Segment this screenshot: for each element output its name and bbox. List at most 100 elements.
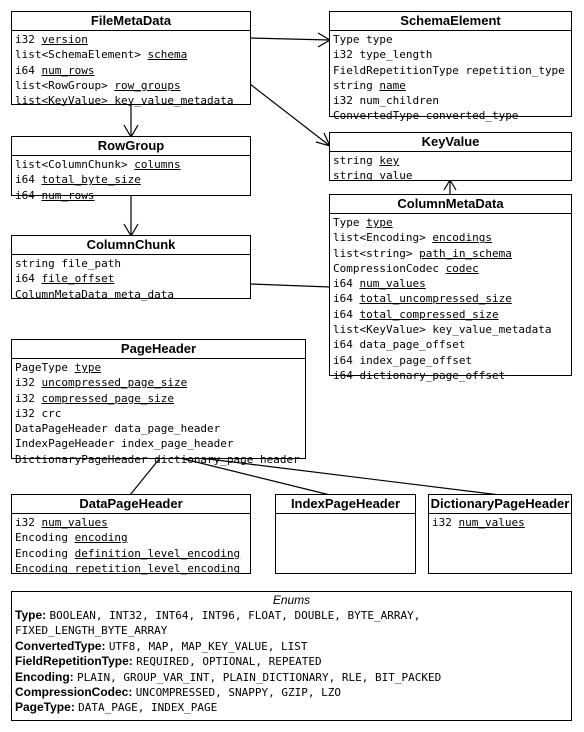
field-name: compressed_page_size bbox=[41, 391, 174, 405]
field-type: IndexPageHeader bbox=[15, 437, 115, 451]
field-type: i32 bbox=[15, 406, 35, 420]
enum-row: PageType: DATA_PAGE, INDEX_PAGE bbox=[12, 700, 571, 715]
enum-colon: : bbox=[101, 638, 109, 653]
field-name: file_offset bbox=[41, 272, 115, 286]
field-row: Type type bbox=[333, 32, 571, 47]
field-type: i32 bbox=[333, 94, 353, 108]
field-row: i64 total_compressed_size bbox=[333, 307, 571, 322]
enum-values: UNCOMPRESSED, SNAPPY, GZIP, LZO bbox=[135, 686, 342, 700]
field-row: Encoding encoding bbox=[15, 530, 250, 545]
field-name: codec bbox=[445, 261, 479, 275]
enums-title: Enums bbox=[272, 593, 311, 607]
field-name: repetition_type bbox=[465, 63, 565, 77]
field-name: num_values bbox=[359, 277, 426, 291]
datapageheader-title: DataPageHeader bbox=[12, 495, 250, 514]
field-type: list<ColumnChunk> bbox=[15, 158, 128, 171]
field-row: list<string> path_in_schema bbox=[333, 246, 571, 261]
field-row: string value bbox=[333, 168, 571, 183]
field-name: total_byte_size bbox=[41, 173, 141, 187]
enum-values: BOOLEAN, INT32, INT64, INT96, FLOAT, DOU… bbox=[49, 609, 421, 622]
enum-key: FieldRepetitionType bbox=[15, 654, 129, 669]
field-type: Type bbox=[333, 33, 360, 46]
indexpageheader-title: IndexPageHeader bbox=[276, 495, 415, 514]
field-row: string key bbox=[333, 153, 571, 168]
enum-colon: : bbox=[70, 700, 79, 715]
field-row: i32 crc bbox=[15, 406, 305, 421]
enum-values: UTF8, MAP, MAP_KEY_VALUE, LIST bbox=[108, 639, 308, 653]
field-type: i64 bbox=[15, 188, 35, 202]
enum-values: REQUIRED, OPTIONAL, REPEATED bbox=[136, 655, 322, 669]
field-row: list<KeyValue> key_value_metadata bbox=[333, 322, 571, 337]
field-name: key_value_metadata bbox=[432, 323, 552, 337]
enum-colon: : bbox=[128, 654, 137, 669]
field-type: list<RowGroup> bbox=[15, 78, 108, 92]
field-row: DictionaryPageHeader dictionary_page_hea… bbox=[15, 452, 305, 467]
field-name: dictionary_page_header bbox=[154, 452, 300, 466]
field-row: ConvertedType converted_type bbox=[333, 108, 571, 123]
enum-colon: : bbox=[69, 669, 78, 684]
field-row: i64 index_page_offset bbox=[333, 353, 571, 368]
field-type: i64 bbox=[333, 292, 353, 306]
field-row: list<SchemaElement> schema bbox=[15, 47, 250, 62]
field-name: total_uncompressed_size bbox=[359, 292, 512, 306]
field-name: key_value_metadata bbox=[114, 94, 234, 108]
field-type: list<SchemaElement> bbox=[15, 48, 141, 62]
field-type: CompressionCodec bbox=[333, 261, 439, 275]
field-type: i32 bbox=[333, 48, 353, 62]
field-type: i64 bbox=[333, 368, 353, 382]
enum-row: Encoding: PLAIN, GROUP_VAR_INT, PLAIN_DI… bbox=[12, 670, 571, 685]
field-row: i64 num_rows bbox=[15, 188, 250, 203]
field-name: path_in_schema bbox=[419, 246, 512, 260]
field-name: schema bbox=[147, 48, 188, 62]
field-type: string bbox=[333, 78, 373, 92]
enum-key: Type bbox=[15, 608, 43, 622]
enum-values: FIXED_LENGTH_BYTE_ARRAY bbox=[15, 624, 168, 638]
field-name: value bbox=[379, 169, 413, 183]
keyvalue-title: KeyValue bbox=[330, 133, 571, 152]
field-name: file_path bbox=[61, 257, 121, 270]
dictionarypageheader-fields: i32 num_values bbox=[429, 514, 571, 530]
field-type: list<Encoding> bbox=[333, 231, 426, 245]
field-name: definition_level_encoding bbox=[74, 546, 241, 560]
edge-filemetadata-keyvalue bbox=[249, 83, 331, 147]
edge-pageheader-indexpageheader bbox=[179, 457, 331, 496]
enum-key: CompressionCodec bbox=[15, 685, 129, 700]
field-type: Type bbox=[333, 216, 360, 229]
field-row: i64 num_values bbox=[333, 276, 571, 291]
enum-row: ConvertedType: UTF8, MAP, MAP_KEY_VALUE,… bbox=[12, 639, 571, 654]
enum-row: Type: BOOLEAN, INT32, INT64, INT96, FLOA… bbox=[12, 608, 571, 623]
field-row: string name bbox=[333, 78, 571, 93]
field-type: FieldRepetitionType bbox=[333, 63, 459, 77]
field-name: num_children bbox=[359, 94, 439, 108]
field-row: list<RowGroup> row_groups bbox=[15, 78, 250, 93]
field-type: string bbox=[15, 257, 55, 270]
field-name: data_page_offset bbox=[359, 338, 466, 352]
field-type: string bbox=[333, 154, 373, 167]
field-row: i64 data_page_offset bbox=[333, 337, 571, 352]
field-name: num_rows bbox=[41, 188, 95, 202]
field-row: Encoding repetition_level_encoding bbox=[15, 561, 250, 576]
field-row: i64 num_rows bbox=[15, 63, 250, 78]
pageheader-title: PageHeader bbox=[12, 340, 305, 359]
field-name: repetition_level_encoding bbox=[74, 561, 241, 575]
field-name: index_page_header bbox=[120, 437, 234, 451]
field-row: i32 uncompressed_page_size bbox=[15, 375, 305, 390]
field-row: list<Encoding> encodings bbox=[333, 230, 571, 245]
field-row: PageType type bbox=[15, 360, 305, 375]
field-name: row_groups bbox=[114, 78, 181, 92]
field-type: i64 bbox=[333, 277, 353, 291]
field-name: num_rows bbox=[41, 63, 95, 77]
field-name: encoding bbox=[74, 531, 128, 545]
